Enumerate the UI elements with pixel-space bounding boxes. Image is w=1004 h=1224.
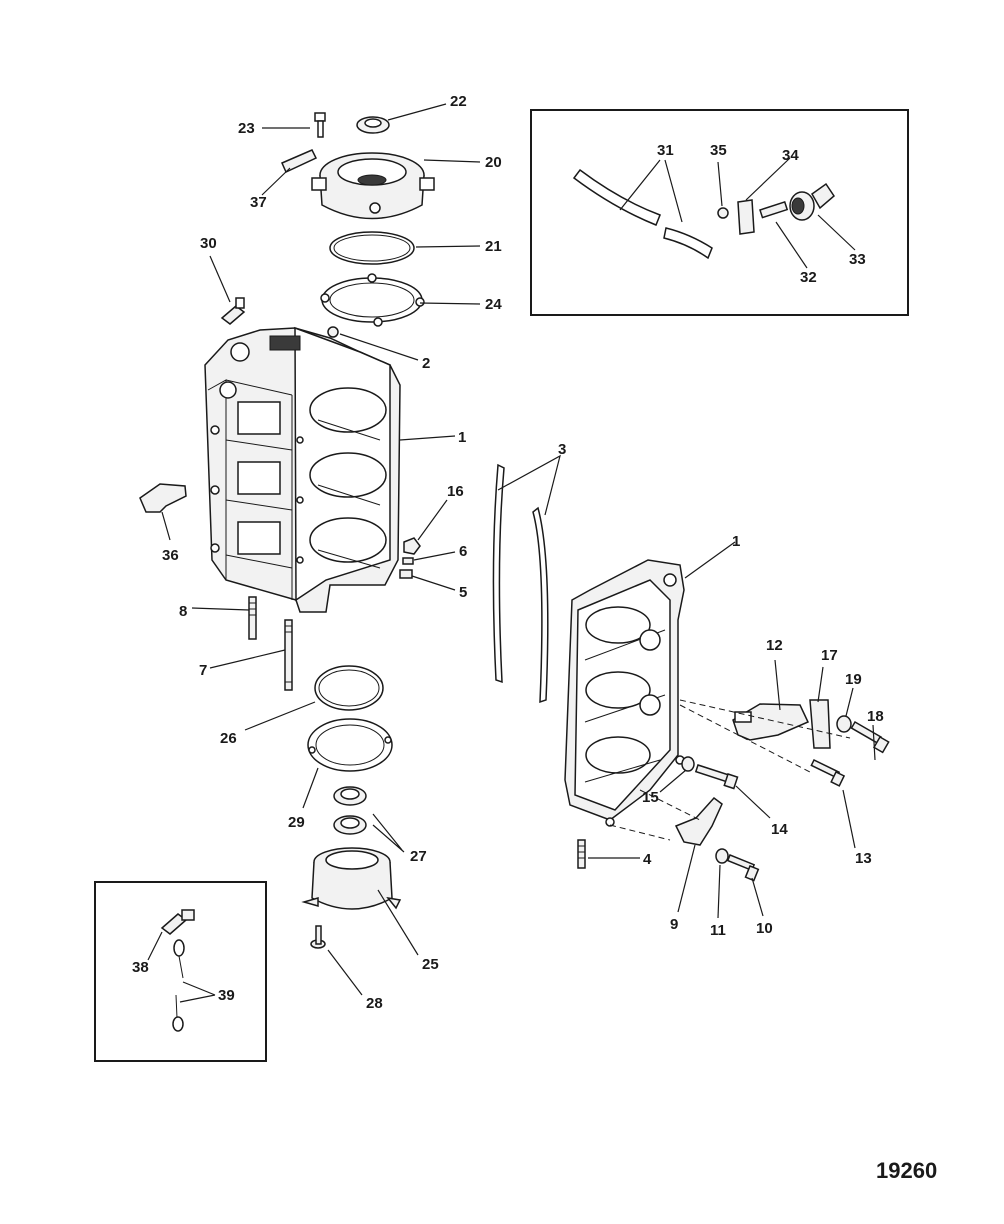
callout-36: 36 bbox=[162, 547, 179, 564]
stud-8 bbox=[248, 596, 257, 640]
callout-16: 16 bbox=[447, 483, 464, 500]
washer-11 bbox=[715, 848, 729, 864]
callout-labels: 1 1 2 3 4 5 6 7 8 9 10 11 12 13 14 15 16… bbox=[132, 93, 884, 1012]
lower-end-cap bbox=[301, 847, 402, 910]
lower-gasket bbox=[307, 718, 393, 772]
callout-21: 21 bbox=[485, 238, 502, 255]
callout-33: 33 bbox=[849, 251, 866, 268]
leader-lines bbox=[147, 103, 876, 1003]
inset-box-hose-fitting bbox=[530, 109, 909, 316]
hose-31a bbox=[572, 168, 661, 226]
callout-1-left: 1 bbox=[458, 429, 466, 446]
callout-29: 29 bbox=[288, 814, 305, 831]
upper-gasket bbox=[320, 273, 425, 327]
bolt-14 bbox=[694, 764, 739, 790]
plate-17 bbox=[809, 699, 831, 749]
callout-12: 12 bbox=[766, 637, 783, 654]
lower-seals bbox=[333, 786, 367, 835]
sensor-38 bbox=[160, 909, 195, 935]
cylinder-block-left bbox=[204, 326, 401, 613]
callout-3: 3 bbox=[558, 441, 566, 458]
callout-31: 31 bbox=[657, 142, 674, 159]
fitting-30 bbox=[220, 297, 246, 325]
callout-25: 25 bbox=[422, 956, 439, 973]
callout-15: 15 bbox=[642, 789, 659, 806]
drawing-number: 19260 bbox=[876, 1158, 938, 1183]
washer-6 bbox=[402, 557, 414, 565]
screw-35 bbox=[717, 207, 729, 219]
callout-35: 35 bbox=[710, 142, 727, 159]
callout-34: 34 bbox=[782, 147, 799, 164]
callout-4: 4 bbox=[643, 851, 652, 868]
inset-box-temp-sensor bbox=[94, 881, 267, 1062]
callout-22: 22 bbox=[450, 93, 467, 110]
callout-20: 20 bbox=[485, 154, 502, 171]
lower-o-ring bbox=[314, 665, 384, 711]
callout-24: 24 bbox=[485, 296, 502, 313]
callout-5: 5 bbox=[459, 584, 467, 601]
upper-end-cap bbox=[311, 152, 435, 220]
callout-26: 26 bbox=[220, 730, 237, 747]
hose-3a bbox=[492, 463, 505, 684]
washer-19 bbox=[836, 715, 852, 733]
upper-o-ring bbox=[329, 231, 415, 265]
cylinder-block-right bbox=[564, 559, 685, 827]
callout-11: 11 bbox=[710, 922, 726, 939]
screw-28 bbox=[310, 925, 326, 949]
washer-15 bbox=[681, 756, 695, 772]
callout-23: 23 bbox=[238, 120, 255, 137]
callout-28: 28 bbox=[366, 995, 383, 1012]
bolt-18 bbox=[850, 720, 890, 754]
bolt-13 bbox=[810, 758, 846, 787]
stud-7 bbox=[284, 619, 293, 691]
clip-34 bbox=[737, 199, 755, 235]
callout-30: 30 bbox=[200, 235, 217, 252]
upper-seal bbox=[356, 116, 390, 134]
screw-23 bbox=[314, 112, 326, 138]
callout-32: 32 bbox=[800, 269, 817, 286]
callout-14: 14 bbox=[771, 821, 788, 838]
bracket-37 bbox=[281, 149, 318, 174]
callout-1-right: 1 bbox=[732, 533, 740, 550]
callout-27: 27 bbox=[410, 848, 427, 865]
callout-8: 8 bbox=[179, 603, 187, 620]
callout-19: 19 bbox=[845, 671, 862, 688]
harness-39 bbox=[172, 939, 185, 1032]
callout-9: 9 bbox=[670, 916, 678, 933]
nut-16 bbox=[403, 537, 421, 555]
callout-39: 39 bbox=[218, 987, 235, 1004]
bolt-2 bbox=[327, 326, 339, 338]
callout-7: 7 bbox=[199, 662, 207, 679]
callout-17: 17 bbox=[821, 647, 838, 664]
hose-3b bbox=[532, 506, 549, 704]
connector-33 bbox=[789, 182, 835, 221]
callout-38: 38 bbox=[132, 959, 149, 976]
hose-31b bbox=[663, 227, 713, 260]
callout-10: 10 bbox=[756, 920, 773, 937]
lever-9 bbox=[674, 796, 723, 846]
callout-6: 6 bbox=[459, 543, 467, 560]
bolt-10 bbox=[726, 854, 760, 882]
callout-37: 37 bbox=[250, 194, 267, 211]
clamp-36 bbox=[139, 483, 187, 513]
callout-18: 18 bbox=[867, 708, 884, 725]
callout-2: 2 bbox=[422, 355, 430, 372]
callout-13: 13 bbox=[855, 850, 872, 867]
pin-5 bbox=[399, 569, 413, 579]
stud-4 bbox=[577, 839, 586, 869]
fitting-32 bbox=[759, 201, 789, 219]
